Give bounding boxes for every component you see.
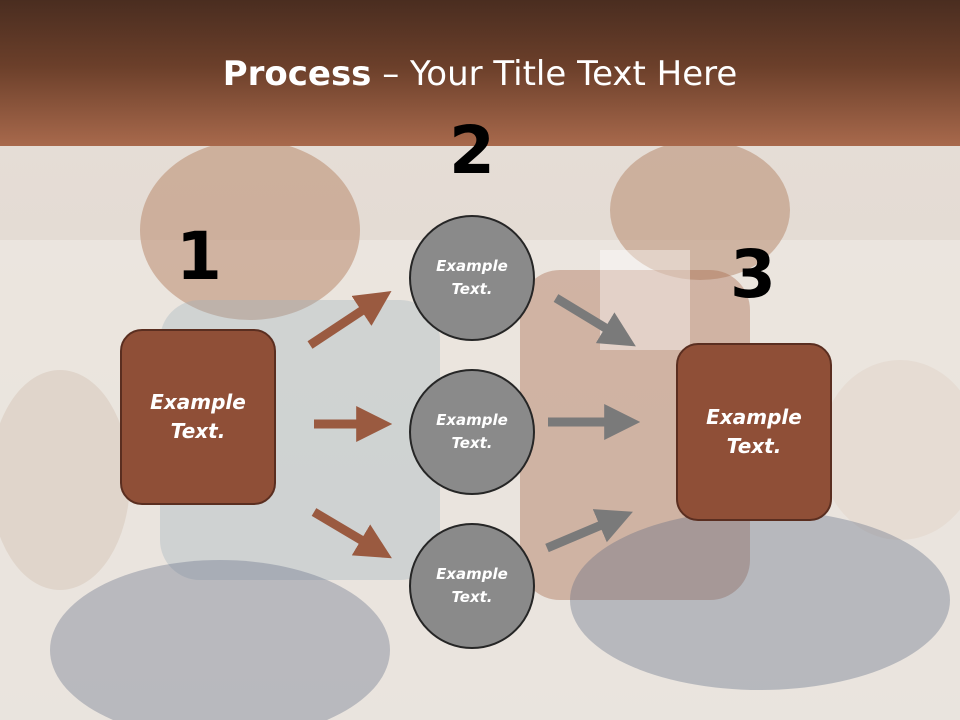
step-2-circle-bottom: Example Text. xyxy=(409,523,535,649)
step-1-box-line2: Text. xyxy=(170,419,226,443)
step-number-2: 2 xyxy=(449,112,495,189)
title-bold: Process xyxy=(222,54,372,94)
step-number-1: 1 xyxy=(176,218,222,295)
slide-title: Process – Your Title Text Here xyxy=(0,52,960,96)
circle-middle-line1: Example xyxy=(436,411,508,429)
arrow-1-to-top xyxy=(307,291,392,349)
circle-top-line1: Example xyxy=(436,257,508,275)
title-band xyxy=(0,0,960,146)
title-rest: – Your Title Text Here xyxy=(371,54,738,94)
circle-bottom-line1: Example xyxy=(436,565,508,583)
step-2-circle-top: Example Text. xyxy=(409,215,535,341)
step-2-circle-middle: Example Text. xyxy=(409,369,535,495)
circle-middle-line2: Text. xyxy=(451,434,493,452)
step-1-box: Example Text. xyxy=(120,329,276,505)
circle-bottom-line2: Text. xyxy=(451,588,493,606)
step-3-box-line2: Text. xyxy=(726,434,782,458)
circle-top-line2: Text. xyxy=(451,280,493,298)
step-1-box-line1: Example xyxy=(150,390,246,414)
step-3-box: Example Text. xyxy=(676,343,832,521)
arrow-bottom-to-3 xyxy=(545,509,633,553)
arrow-top-to-3 xyxy=(553,294,636,347)
step-number-3: 3 xyxy=(730,236,776,313)
arrow-1-to-bottom xyxy=(311,508,392,559)
step-3-box-line1: Example xyxy=(706,405,802,429)
